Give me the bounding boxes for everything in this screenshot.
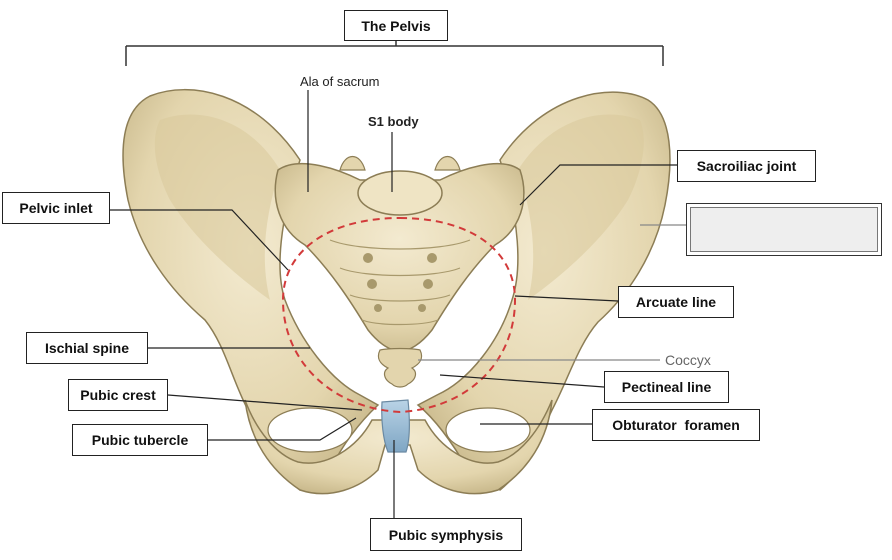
ala-of-sacrum-label: Ala of sacrum	[300, 74, 380, 89]
right-obturator-foramen	[445, 407, 531, 453]
left-iliac-fossa	[154, 114, 280, 301]
left-obturator-foramen	[267, 407, 353, 453]
pelvic-inlet-outline	[281, 216, 517, 414]
pubic-symphysis-shape	[381, 399, 410, 453]
sacroiliac-joint-label: Sacroiliac joint	[677, 150, 816, 182]
left-articular-process	[339, 155, 366, 171]
blank-answer-box[interactable]	[686, 203, 882, 256]
pelvic-inlet-label: Pelvic inlet	[2, 192, 110, 224]
blank-answer-field[interactable]	[690, 207, 878, 252]
leader-lines	[110, 90, 686, 518]
coccyx-label: Coccyx	[665, 352, 711, 368]
s1-body-label: S1 body	[368, 114, 419, 129]
arcuate-line-label: Arcuate line	[618, 286, 734, 318]
right-iliac-fossa	[518, 114, 644, 301]
ischial-spine-label: Ischial spine	[26, 332, 148, 364]
coccyx-shape	[377, 347, 423, 388]
right-articular-process	[434, 155, 461, 171]
title-bracket	[125, 40, 664, 66]
s1-body-shape	[357, 170, 443, 216]
sacrum	[274, 162, 525, 353]
pubic-crest-label: Pubic crest	[68, 379, 168, 411]
title-label: The Pelvis	[344, 10, 448, 41]
pubic-tubercle-label: Pubic tubercle	[72, 424, 208, 456]
sacral-foramina	[363, 253, 437, 312]
pelvis-bones	[122, 89, 671, 495]
pubic-symphysis-label: Pubic symphysis	[370, 518, 522, 551]
pubic-arch	[244, 399, 553, 495]
obturator-foramen-label: Obturator foramen	[592, 409, 760, 441]
sacral-ridges	[329, 239, 471, 326]
pectineal-line-label: Pectineal line	[604, 371, 729, 403]
